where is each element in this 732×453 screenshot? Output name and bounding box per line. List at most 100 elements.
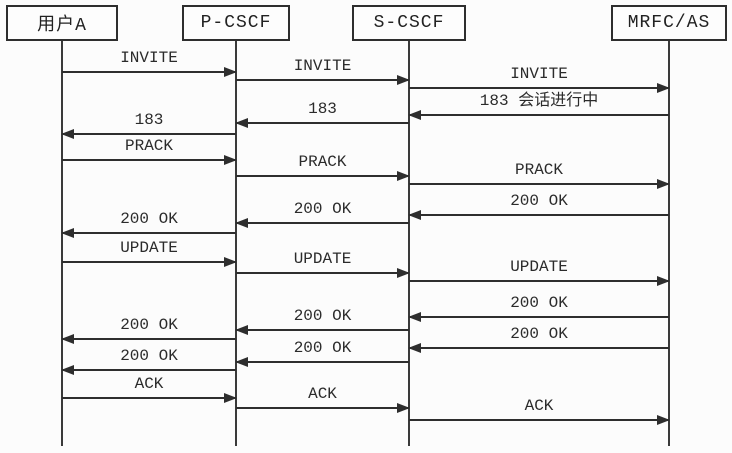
message-line <box>62 397 236 399</box>
message-line <box>62 133 236 135</box>
arrowhead-icon <box>397 171 410 181</box>
message-label: ACK <box>134 375 164 393</box>
message-label: 200 OK <box>120 210 178 228</box>
message-arrow <box>235 218 409 229</box>
message-arrow <box>62 67 237 78</box>
arrowhead-icon <box>397 268 410 278</box>
message-line <box>236 272 409 274</box>
message-arrow <box>62 155 237 166</box>
message-label: 200 OK <box>293 339 352 357</box>
actor-box-mrfc-as: MRFC/AS <box>611 5 727 41</box>
message-arrow <box>408 210 669 221</box>
actor-label: MRFC/AS <box>627 13 711 33</box>
message-line <box>236 329 409 331</box>
message-line <box>62 232 236 234</box>
message-line <box>62 338 236 340</box>
message-label: ACK <box>524 397 554 415</box>
arrowhead-icon <box>61 228 74 238</box>
lifeline-s-cscf <box>408 40 410 446</box>
message-label: PRACK <box>298 153 347 171</box>
message-arrow <box>62 393 237 404</box>
message-label: 183 <box>134 111 164 129</box>
message-label: 200 OK <box>510 325 568 343</box>
arrowhead-icon <box>408 110 421 120</box>
message-arrow <box>408 312 669 323</box>
message-line <box>62 159 236 161</box>
message-label: 200 OK <box>510 294 568 312</box>
message-line <box>409 419 669 421</box>
arrowhead-icon <box>657 276 670 286</box>
message-line <box>62 369 236 371</box>
message-label: INVITE <box>510 65 568 83</box>
arrowhead-icon <box>657 415 670 425</box>
actor-label: S-CSCF <box>373 13 445 33</box>
message-line <box>236 122 409 124</box>
message-label: 200 OK <box>293 200 352 218</box>
message-label: UPDATE <box>120 239 178 257</box>
message-label: PRACK <box>514 161 563 179</box>
message-label: UPDATE <box>293 250 352 268</box>
message-arrow <box>61 334 236 345</box>
message-line <box>62 261 236 263</box>
arrowhead-icon <box>397 75 410 85</box>
message-arrow <box>236 171 410 182</box>
message-line <box>236 175 409 177</box>
arrowhead-icon <box>657 83 670 93</box>
arrowhead-icon <box>61 365 74 375</box>
message-line <box>409 87 669 89</box>
message-arrow <box>409 83 670 94</box>
message-label: 200 OK <box>293 307 352 325</box>
lifeline-p-cscf <box>235 40 237 446</box>
message-arrow <box>409 415 670 426</box>
lifeline-mrfc-as <box>668 40 670 446</box>
arrowhead-icon <box>224 155 237 165</box>
message-line <box>236 407 409 409</box>
message-label: ACK <box>308 385 337 403</box>
message-arrow <box>235 325 409 336</box>
arrowhead-icon <box>657 179 670 189</box>
message-label: 200 OK <box>510 192 568 210</box>
message-label: 183 <box>308 100 337 118</box>
message-label: 183 会话进行中 <box>479 92 599 110</box>
message-arrow <box>408 110 669 121</box>
message-arrow <box>62 257 237 268</box>
message-label: INVITE <box>120 49 178 67</box>
message-label: 200 OK <box>120 347 178 365</box>
actor-label: 用户A <box>37 16 87 36</box>
message-label: PRACK <box>124 137 173 155</box>
arrowhead-icon <box>235 357 248 367</box>
arrowhead-icon <box>408 312 421 322</box>
message-line <box>409 114 669 116</box>
message-line <box>236 361 409 363</box>
arrowhead-icon <box>61 129 74 139</box>
message-arrow <box>408 343 669 354</box>
arrowhead-icon <box>224 393 237 403</box>
arrowhead-icon <box>61 334 74 344</box>
message-arrow <box>409 179 670 190</box>
arrowhead-icon <box>397 403 410 413</box>
message-arrow <box>235 357 409 368</box>
message-label: INVITE <box>293 57 352 75</box>
message-line <box>409 214 669 216</box>
actor-box-user-a: 用户A <box>6 5 118 41</box>
actor-box-s-cscf: S-CSCF <box>352 5 466 41</box>
message-arrow <box>61 129 236 140</box>
arrowhead-icon <box>224 67 237 77</box>
arrowhead-icon <box>235 118 248 128</box>
message-line <box>409 347 669 349</box>
message-arrow <box>236 75 410 86</box>
lifeline-user-a <box>61 40 63 446</box>
message-line <box>236 79 409 81</box>
arrowhead-icon <box>408 343 421 353</box>
message-arrow <box>236 403 410 414</box>
message-line <box>409 280 669 282</box>
message-line <box>409 316 669 318</box>
message-label: 200 OK <box>120 316 178 334</box>
message-line <box>236 222 409 224</box>
message-arrow <box>235 118 409 129</box>
message-arrow <box>61 228 236 239</box>
message-arrow <box>61 365 236 376</box>
arrowhead-icon <box>235 325 248 335</box>
actor-label: P-CSCF <box>200 13 272 33</box>
